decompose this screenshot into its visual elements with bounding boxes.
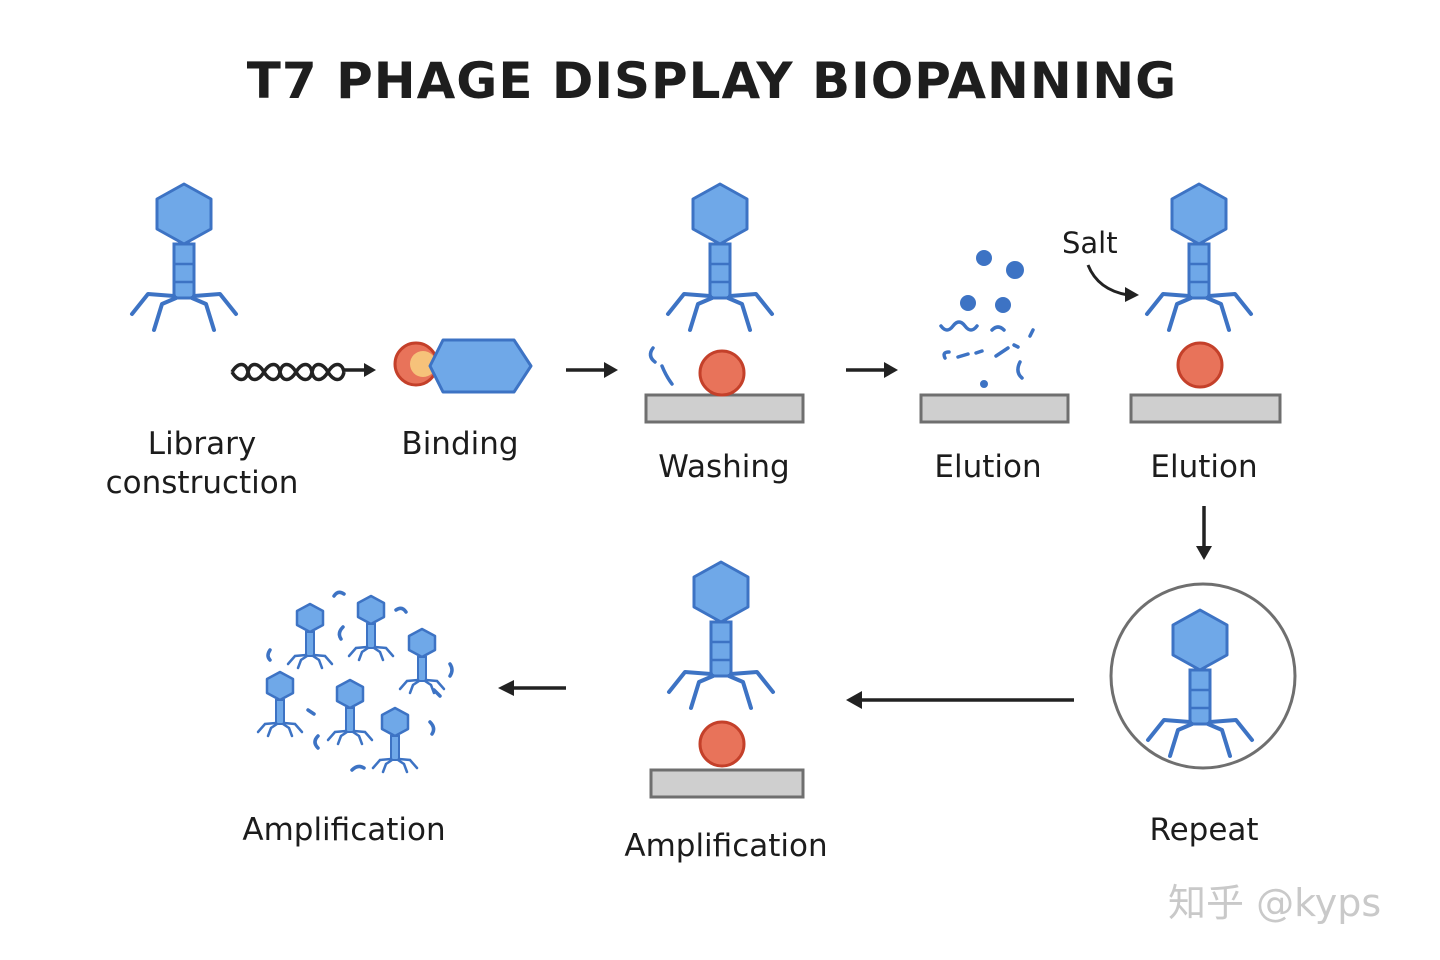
salt-arrow-icon [1086,264,1129,297]
arrow-to-pool-icon [498,680,566,696]
unbound-fragments-icon [648,346,674,386]
step-label-library: Library construction [96,425,308,503]
elution-salt-target-icon [1176,341,1224,389]
dna-library-icon [230,362,346,382]
arrow-to-elution-icon [846,362,898,378]
elution-salt-plate [1129,393,1282,424]
salt-label: Salt [1062,226,1118,260]
step-label-elution-1: Elution [934,449,1042,485]
salt-arrowhead-icon [1125,287,1139,302]
page-title: T7 PHAGE DISPLAY BIOPANNING [246,52,1178,110]
amplification-phage-icon [667,560,775,710]
step-label-washing: Washing [658,449,790,485]
amplification-target-icon [698,720,746,768]
step-label-repeat: Repeat [1149,812,1259,848]
washing-target-icon [698,349,746,397]
washing-plate [644,393,805,424]
step-label-elution-2: Elution [1150,449,1258,485]
step-label-binding: Binding [401,426,519,462]
arrow-to-repeat-icon [1196,506,1212,560]
arrow-to-amplification-icon [846,691,1074,709]
eluted-particles-icon [939,250,1035,388]
step-label-library-line2: construction [105,465,299,501]
binding-complex-icon [393,338,533,394]
elution-salt-phage-icon [1145,182,1253,332]
arrow-to-washing-icon [566,362,618,378]
watermark: 知乎 @kyps [1168,881,1382,925]
amplification-plate [649,768,805,799]
amplified-phage-pool-icon [256,590,454,774]
washing-phage-icon [666,182,774,332]
step-label-amplification-pool: Amplification [242,812,446,848]
arrow-to-binding-icon [343,363,376,377]
step-label-library-line1: Library [147,426,257,462]
step-label-amplification-plate: Amplification [624,828,828,864]
elution-plate [919,393,1070,424]
library-phage-icon [130,182,238,332]
